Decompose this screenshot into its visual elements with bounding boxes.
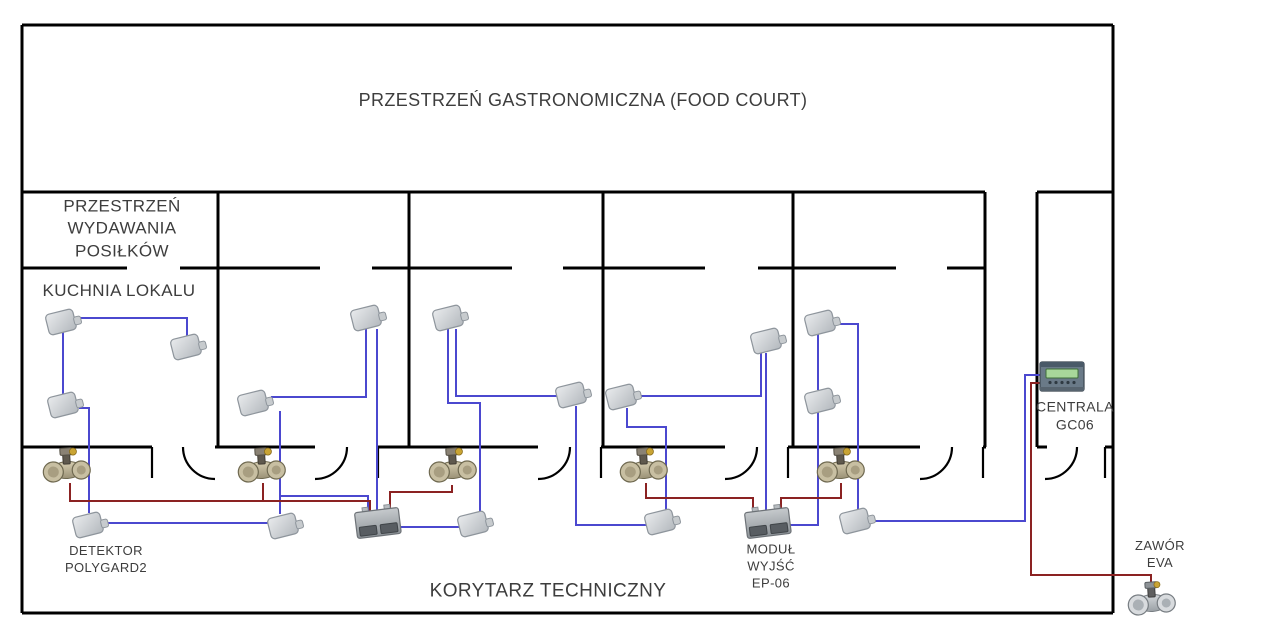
serving-area-line-3: POSIŁKÓW — [75, 241, 169, 261]
door-swing — [537, 446, 603, 481]
detector-label-line-1: DETEKTOR — [69, 542, 143, 558]
gas-detector-icon — [554, 379, 594, 410]
detector-label-line-2: POLYGARD2 — [64, 560, 148, 575]
valve-wire — [645, 483, 754, 512]
door-swing — [314, 446, 380, 481]
valve-eva-line-1: ZAWÓR — [1135, 537, 1185, 553]
valve-eva-line-2: EVA — [1146, 555, 1174, 570]
door-swing — [150, 446, 216, 481]
gas-detector-icon — [456, 508, 496, 539]
gas-detector-icon — [236, 387, 276, 418]
gas-detector-icon — [643, 506, 683, 537]
signal-wire — [455, 329, 558, 397]
shutoff-valve-icon — [618, 445, 669, 484]
food-court-label: PRZESTRZEŃ GASTRONOMICZNA (FOOD COURT) — [358, 90, 808, 111]
gas-detector-icon — [266, 510, 306, 541]
gas-detector-icon — [44, 306, 84, 337]
signal-wire — [271, 329, 367, 398]
gas-detector-icon — [71, 509, 111, 540]
signal-wire — [790, 412, 819, 526]
output-module-icon — [743, 502, 792, 540]
gas-detector-icon — [349, 302, 389, 333]
signal-wire — [872, 374, 1041, 522]
output-module-label: MODUŁ WYJŚĆ EP-06 — [747, 540, 796, 591]
door-swing — [1044, 446, 1107, 481]
gas-detector-icon — [46, 389, 86, 420]
gas-detector-icon — [838, 505, 878, 536]
walls-group — [20, 23, 1115, 615]
signal-wire — [839, 323, 859, 509]
valve-eva-label: ZAWÓR EVA — [1135, 537, 1185, 571]
valve-wire — [69, 483, 371, 512]
gas-detector-icon — [431, 302, 471, 333]
detector-label: DETEKTOR POLYGARD2 — [65, 542, 147, 576]
eva-valve-icon — [1126, 579, 1177, 617]
door-swing — [724, 446, 790, 481]
gas-detector-icon — [169, 331, 209, 362]
signal-wire — [79, 407, 90, 513]
centrala-label: CENTRALA GC06 — [1036, 398, 1114, 435]
output-module-line-3: EP-06 — [751, 575, 791, 591]
gas-detector-icon — [803, 385, 843, 416]
serving-area-line-1: PRZESTRZEŃ — [63, 196, 181, 216]
controller-icon — [1039, 361, 1085, 392]
door-swing — [919, 446, 985, 481]
shutoff-valve-icon — [427, 445, 478, 484]
signal-wire — [280, 495, 369, 511]
gas-detector-icon — [749, 325, 789, 356]
valve-wire — [1030, 382, 1152, 586]
output-module-line-1: MODUŁ — [746, 541, 796, 557]
output-module-line-2: WYJŚĆ — [747, 558, 795, 574]
signal-wire — [575, 406, 647, 526]
serving-area-line-2: WYDAWANIA — [67, 218, 177, 238]
serving-area-label: PRZESTRZEŃ WYDAWANIA POSIŁKÓW — [63, 195, 180, 262]
valve-wires-group — [69, 382, 1152, 586]
gas-detector-icon — [803, 307, 843, 338]
shutoff-valve-icon — [41, 445, 92, 484]
valve-wire — [780, 483, 842, 512]
devices-group — [41, 302, 1177, 617]
centrala-label-line-2: GC06 — [1055, 417, 1095, 433]
shutoff-valve-icon — [236, 445, 287, 484]
kitchen-label: KUCHNIA LOKALU — [42, 280, 196, 300]
signal-wire — [80, 317, 188, 336]
valve-wire — [389, 485, 453, 512]
centrala-label-line-1: CENTRALA — [1036, 398, 1114, 415]
signal-wire — [447, 329, 481, 512]
signal-wires-group — [62, 317, 1041, 528]
signal-wire — [640, 353, 762, 397]
gas-detector-icon — [604, 381, 644, 412]
corridor-label: KORYTARZ TECHNICZNY — [429, 580, 667, 602]
